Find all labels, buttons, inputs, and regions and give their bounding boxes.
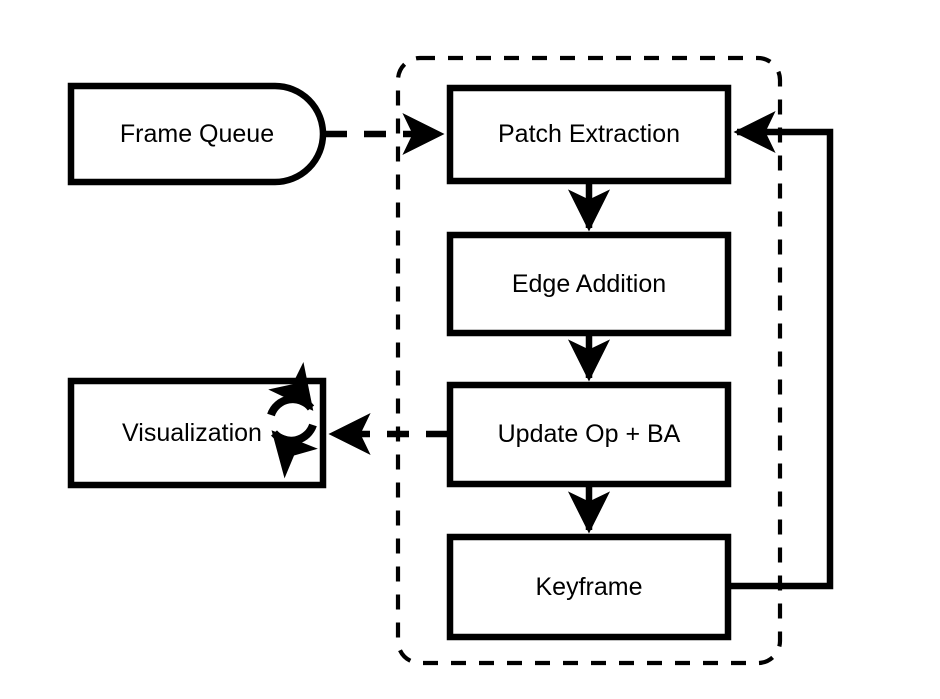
refresh-loop-icon <box>267 362 318 479</box>
patch-extraction-shape <box>446 84 732 185</box>
backend-pipeline-group <box>395 55 783 666</box>
update-op-ba-shape <box>446 381 732 488</box>
frame-queue-shape <box>67 82 327 186</box>
edge-keyframe-to-patch-extraction-feedback <box>728 110 834 590</box>
edge-addition-shape <box>446 231 732 337</box>
keyframe-shape <box>446 533 732 641</box>
